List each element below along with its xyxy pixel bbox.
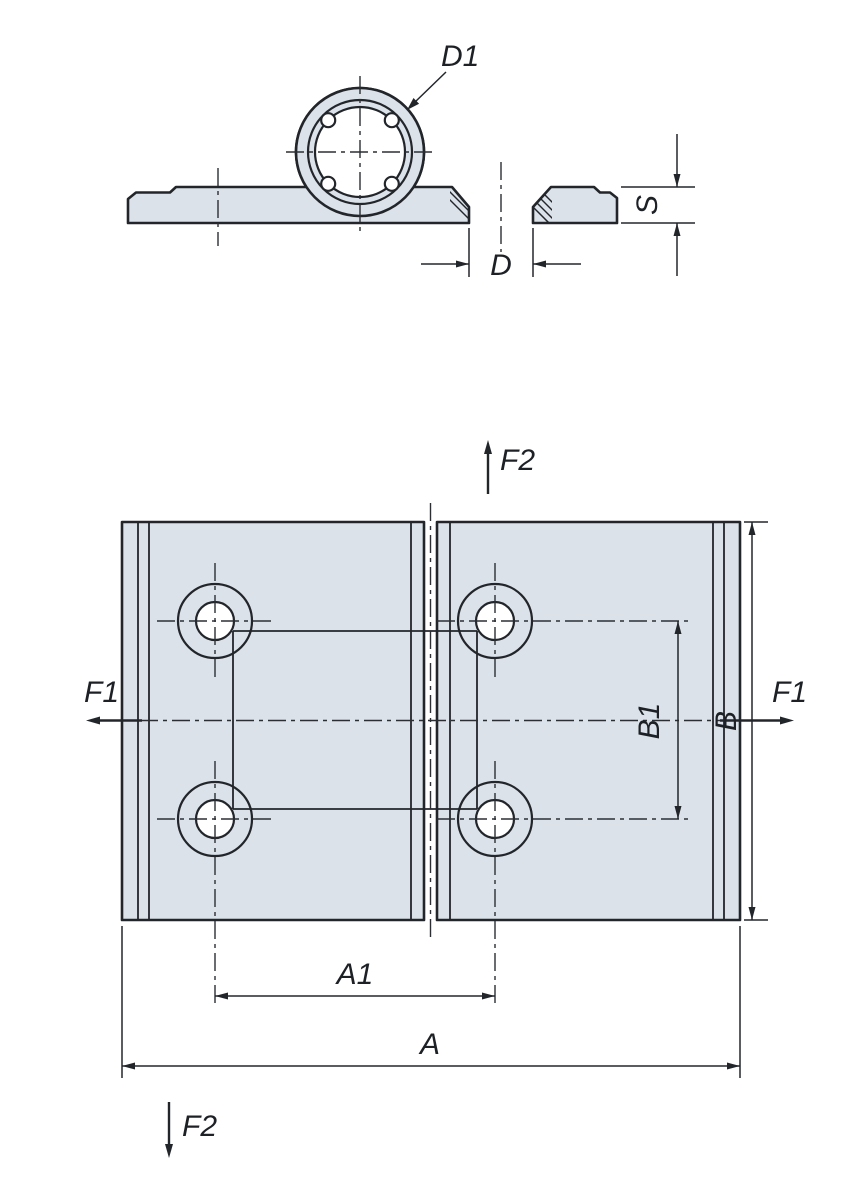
a1-arrowhead-left bbox=[215, 992, 228, 1000]
a-arrowhead-left bbox=[122, 1062, 135, 1070]
f1-left-arrowhead bbox=[86, 716, 100, 725]
leader-d1: D1 bbox=[407, 40, 479, 110]
dimension-b: B bbox=[710, 521, 768, 921]
label-a: A bbox=[418, 1028, 440, 1061]
force-f2-bottom: F2 bbox=[165, 1102, 217, 1158]
s-arrowhead-bottom bbox=[673, 223, 681, 236]
bore-lobe bbox=[383, 175, 400, 192]
hatch-left bbox=[450, 187, 469, 223]
b1-arrowhead-bottom bbox=[674, 806, 682, 819]
label-f1-right: F1 bbox=[772, 676, 807, 709]
dimension-d: D bbox=[421, 228, 581, 282]
label-d1: D1 bbox=[441, 40, 479, 73]
b-arrowhead-top bbox=[748, 522, 756, 535]
bore-lobe bbox=[383, 112, 400, 129]
a1-arrowhead-right bbox=[482, 992, 495, 1000]
counterbore-circle bbox=[176, 780, 254, 858]
dimension-b1: B1 bbox=[633, 621, 682, 819]
leaf-section-right bbox=[531, 185, 619, 225]
label-s: S bbox=[631, 195, 664, 215]
f1-right-arrowhead bbox=[780, 716, 794, 725]
force-f1-left: F1 bbox=[84, 676, 142, 725]
section-view: D1 S D bbox=[126, 40, 695, 282]
label-a1: A1 bbox=[335, 958, 374, 991]
d-arrowhead-left bbox=[456, 260, 469, 268]
bore-lobe bbox=[320, 112, 337, 129]
d1-leader-line bbox=[413, 71, 447, 104]
dimension-a1: A1 bbox=[215, 958, 495, 1000]
b1-arrowhead-top bbox=[674, 621, 682, 634]
label-f2-top: F2 bbox=[500, 444, 535, 477]
force-f1-right: F1 bbox=[720, 676, 807, 725]
dimension-s: S bbox=[621, 134, 695, 276]
d-arrowhead-right bbox=[533, 260, 546, 268]
label-f2-bottom: F2 bbox=[182, 1110, 217, 1143]
f2-bottom-arrowhead bbox=[165, 1144, 173, 1158]
s-arrowhead-top bbox=[673, 174, 681, 187]
f2-top-arrowhead bbox=[484, 440, 492, 454]
counterbore-circle bbox=[176, 582, 254, 660]
label-b1: B1 bbox=[633, 703, 666, 740]
d1-arrowhead bbox=[407, 98, 420, 110]
label-d: D bbox=[490, 249, 512, 282]
bore-lobe bbox=[320, 175, 337, 192]
counterbore-circle bbox=[456, 582, 534, 660]
front-centerlines bbox=[108, 503, 754, 1008]
counterbore-circle bbox=[456, 780, 534, 858]
b-arrowhead-bottom bbox=[748, 907, 756, 920]
label-b: B bbox=[710, 711, 743, 731]
label-f1-left: F1 bbox=[84, 676, 119, 709]
section-centerlines bbox=[217, 76, 502, 252]
a-arrowhead-right bbox=[727, 1062, 740, 1070]
dimension-a: A bbox=[121, 926, 741, 1078]
force-f2-top: F2 bbox=[484, 440, 535, 494]
front-view: F2 F2 F1 F1 B B1 bbox=[84, 440, 807, 1158]
